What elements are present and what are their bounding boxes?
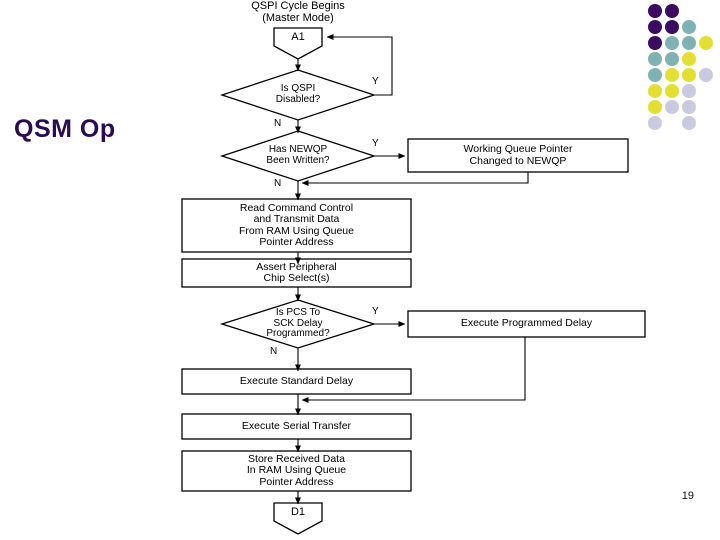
edge-label-newqp-yes: Y [372,138,379,149]
edge-label-qspi-disabled-no: N [274,118,282,129]
decorative-dot [682,52,696,66]
edge-label-qspi-disabled-yes: Y [372,76,379,87]
decorative-dot [665,100,679,114]
decorative-dot [665,68,679,82]
process-programmed-delay-shape [407,310,646,338]
process-standard-delay-shape [181,368,412,395]
edge-label-pcs-sck-no: N [270,346,278,357]
decorative-dot [699,68,713,82]
process-assert-pcs-shape [181,258,412,288]
decorative-dot [665,84,679,98]
decorative-dot [648,68,662,82]
decorative-dot [665,36,679,50]
decorative-dot [682,68,696,82]
decision-qspi-disabled-shape [219,69,377,121]
process-store-received-shape [181,450,412,492]
decorative-dot [648,116,662,130]
decorative-dot [665,52,679,66]
decorative-dot [648,36,662,50]
flowchart-caption: QSPI Cycle Begins (Master Mode) [251,0,345,25]
page-number: 19 [681,490,694,502]
edge-label-newqp-no: N [274,178,282,189]
connector-a1-shape [273,27,323,60]
decorative-dot [665,4,679,18]
decision-newqp-shape [219,130,377,182]
page-title: QSM Op [14,115,116,143]
decorative-dot [699,36,713,50]
decorative-dot [682,20,696,34]
process-read-command-shape [181,198,412,253]
decorative-dot [648,100,662,114]
connector-d1-shape [273,502,323,535]
decorative-dot [648,20,662,34]
process-newqp-changed-shape [407,138,629,173]
decorative-dot [682,84,696,98]
process-serial-transfer-shape [181,413,412,440]
decorative-dot [648,4,662,18]
decorative-dot [665,20,679,34]
edge-label-pcs-sck-yes: Y [372,306,379,317]
decorative-dot [682,116,696,130]
decorative-dot [682,100,696,114]
decorative-dot [648,84,662,98]
decision-pcs-sck-shape [219,299,377,349]
decorative-dot-grid [648,4,714,130]
decorative-dot [682,36,696,50]
decorative-dot [648,52,662,66]
